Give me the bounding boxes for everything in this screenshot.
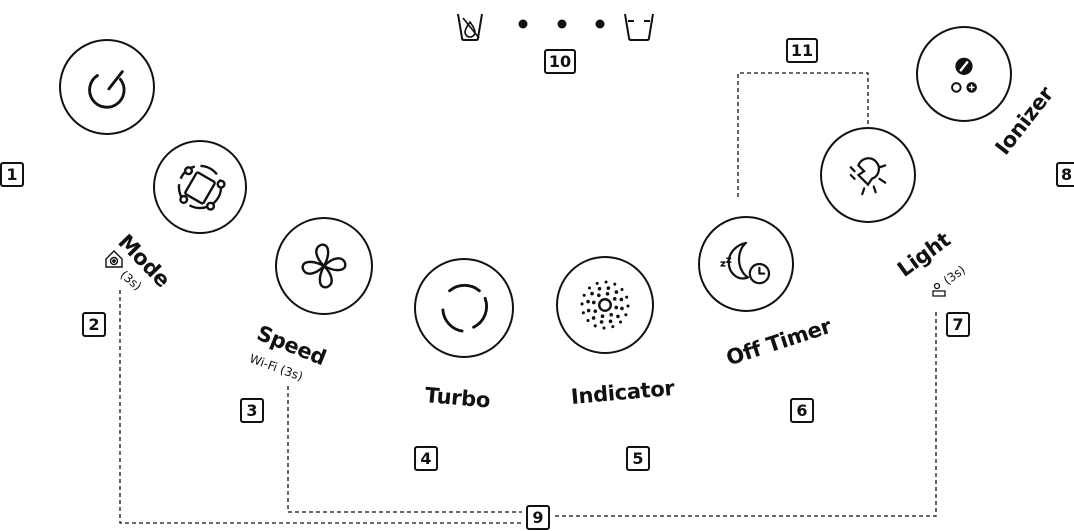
level-dot <box>595 19 605 29</box>
indicator-dot <box>593 324 597 328</box>
indicator-dot <box>591 300 596 305</box>
off-timer-button[interactable] <box>698 216 794 312</box>
sleep-timer-icon <box>720 241 771 285</box>
indicator-dot <box>600 314 605 319</box>
indicator-dot <box>590 291 594 296</box>
indicator-dot <box>618 320 623 324</box>
indicator-dot <box>586 299 590 304</box>
water-empty-icon <box>457 13 483 41</box>
power-button[interactable] <box>59 39 155 135</box>
level-dot <box>557 19 567 29</box>
indicator-dot <box>619 297 624 302</box>
indicator-dot <box>614 305 619 310</box>
turbo-button[interactable] <box>414 258 514 358</box>
indicator-dot <box>620 287 624 292</box>
turbo-icon <box>441 283 489 333</box>
indicator-dot <box>586 318 590 323</box>
indicator-dot <box>602 326 606 330</box>
callout-6: 6 <box>790 398 814 423</box>
callout-5: 5 <box>626 446 650 471</box>
indicator-dot <box>587 286 592 290</box>
home-lock-icon <box>105 250 123 268</box>
light-bulb-icon <box>849 157 887 196</box>
indicator-dot <box>608 319 613 324</box>
ionizer-button[interactable] <box>916 26 1012 122</box>
indicator-button[interactable] <box>556 256 654 354</box>
power-icon <box>88 70 126 109</box>
indicator-dot <box>612 297 617 301</box>
light-button[interactable] <box>820 127 916 223</box>
indicator-dot <box>624 313 628 317</box>
callout-8: 8 <box>1056 162 1074 187</box>
indicator-dot <box>581 311 585 315</box>
ionizer-icon <box>951 57 977 93</box>
indicator-dot <box>591 316 596 320</box>
indicator-dot <box>609 312 613 317</box>
indicator-dot <box>605 291 610 296</box>
indicator-dot <box>597 286 602 291</box>
level-dot <box>518 19 528 29</box>
indicator-dot <box>580 302 584 306</box>
indicator-dot <box>613 282 617 286</box>
indicator-dot <box>616 314 620 319</box>
indicator-dot <box>586 308 591 313</box>
callout-10: 10 <box>544 49 576 74</box>
child-lock-icon <box>932 282 946 297</box>
indicator-dot <box>606 286 611 290</box>
water-tank-icon <box>624 13 654 41</box>
indicator-dot <box>593 309 598 313</box>
callout-1: 1 <box>0 162 24 187</box>
callout-7: 7 <box>946 312 970 337</box>
fan-icon <box>301 243 347 289</box>
callout-3: 3 <box>240 398 264 423</box>
indicator-dot <box>595 281 599 285</box>
indicator-dot <box>604 280 608 284</box>
indicator-dot <box>626 304 630 308</box>
callout-11: 11 <box>786 38 818 63</box>
indicator-dot <box>582 293 586 297</box>
speed-button[interactable] <box>275 217 373 315</box>
callout-4: 4 <box>414 446 438 471</box>
mode-button[interactable] <box>153 140 247 234</box>
water-level-indicator <box>457 13 654 41</box>
indicator-dot <box>614 290 619 294</box>
callout-2: 2 <box>82 312 106 337</box>
indicator-dot <box>625 295 629 299</box>
indicator-dot <box>597 293 601 298</box>
indicator-dot <box>620 306 624 311</box>
indicator-dot <box>611 325 615 329</box>
indicator-dot <box>599 320 604 324</box>
indicator-icon <box>580 280 630 330</box>
mode-icon <box>177 164 226 211</box>
callout-9: 9 <box>526 505 550 530</box>
